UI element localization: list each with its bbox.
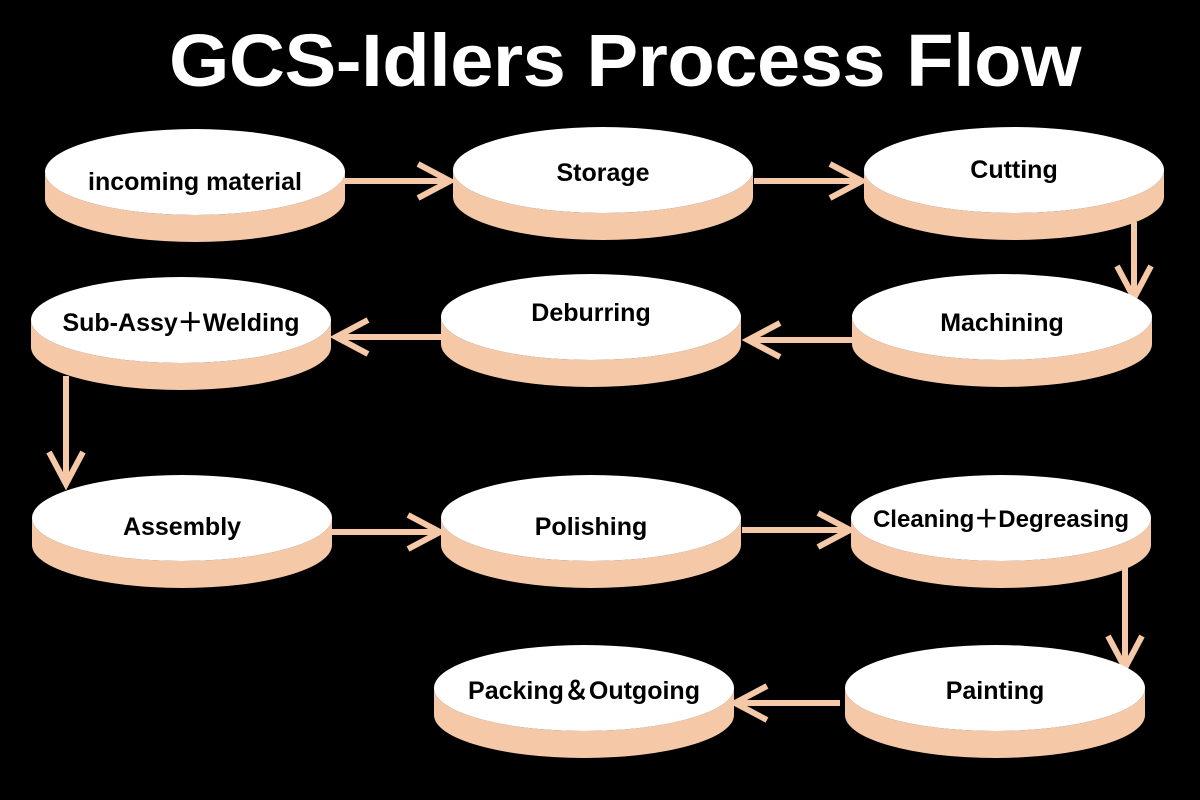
step-label-cleaning-degreasing: Cleaning＋Degreasing — [873, 506, 1129, 533]
node-side — [32, 518, 332, 588]
node-face — [441, 475, 741, 561]
step-node-storage: Storage — [453, 127, 753, 240]
step-node-packing-outgoing: Packing＆Outgoing — [434, 645, 734, 758]
step-node-deburring: Deburring — [441, 274, 741, 387]
node-side — [851, 518, 1151, 588]
node-face — [45, 129, 345, 215]
step-label-storage: Storage — [556, 159, 649, 187]
arrow-cutting-to-machining — [1114, 222, 1154, 305]
arrow-assembly-to-polishing — [332, 512, 447, 552]
step-node-machining: Machining — [852, 274, 1152, 387]
node-side — [845, 688, 1145, 758]
step-node-assembly: Assembly — [32, 475, 332, 588]
node-side — [441, 518, 741, 588]
arrow-polishing-to-cleaning — [742, 510, 857, 550]
node-face — [453, 127, 753, 213]
node-side — [453, 170, 753, 240]
step-label-packing-outgoing: Packing＆Outgoing — [468, 677, 700, 705]
step-label-polishing: Polishing — [535, 513, 648, 541]
node-face — [31, 277, 331, 363]
node-face — [434, 645, 734, 731]
arrow-incoming-to-storage — [345, 161, 457, 201]
step-node-cutting: Cutting — [864, 127, 1164, 240]
arrow-subassy-to-assembly — [46, 376, 86, 491]
node-side — [864, 170, 1164, 240]
nodes-layer: incoming material Storage CuttingMachining… — [31, 127, 1164, 758]
node-side — [434, 688, 734, 758]
node-side — [31, 320, 331, 390]
node-face — [845, 645, 1145, 731]
arrow-machining-to-deburring — [741, 320, 855, 360]
node-side — [852, 317, 1152, 387]
node-face — [441, 274, 741, 360]
arrow-deburring-to-subassy — [329, 317, 441, 357]
node-face — [864, 127, 1164, 213]
arrow-storage-to-cutting — [754, 161, 869, 201]
step-label-assembly: Assembly — [123, 513, 241, 541]
page-title: GCS-Idlers Process Flow — [169, 19, 1082, 102]
step-node-sub-assy-welding: Sub-Assy＋Welding — [31, 277, 331, 390]
step-label-deburring: Deburring — [531, 299, 650, 327]
step-node-polishing: Polishing — [441, 475, 741, 588]
step-label-machining: Machining — [940, 309, 1064, 337]
node-side — [45, 172, 345, 242]
arrows-layer — [46, 161, 1154, 723]
node-face — [32, 475, 332, 561]
step-label-incoming-material: incoming material — [88, 168, 302, 196]
step-label-painting: Painting — [946, 677, 1045, 705]
step-label-cutting: Cutting — [970, 156, 1057, 184]
step-label-sub-assy-welding: Sub-Assy＋Welding — [62, 309, 299, 337]
step-node-cleaning-degreasing: Cleaning＋Degreasing — [851, 475, 1151, 588]
node-face — [851, 475, 1151, 561]
node-side — [441, 317, 741, 387]
node-face — [852, 274, 1152, 360]
arrow-painting-to-packing — [728, 683, 840, 723]
arrow-cleaning-to-painting — [1105, 568, 1145, 675]
step-node-painting: Painting — [845, 645, 1145, 758]
step-node-incoming-material: incoming material — [45, 129, 345, 242]
